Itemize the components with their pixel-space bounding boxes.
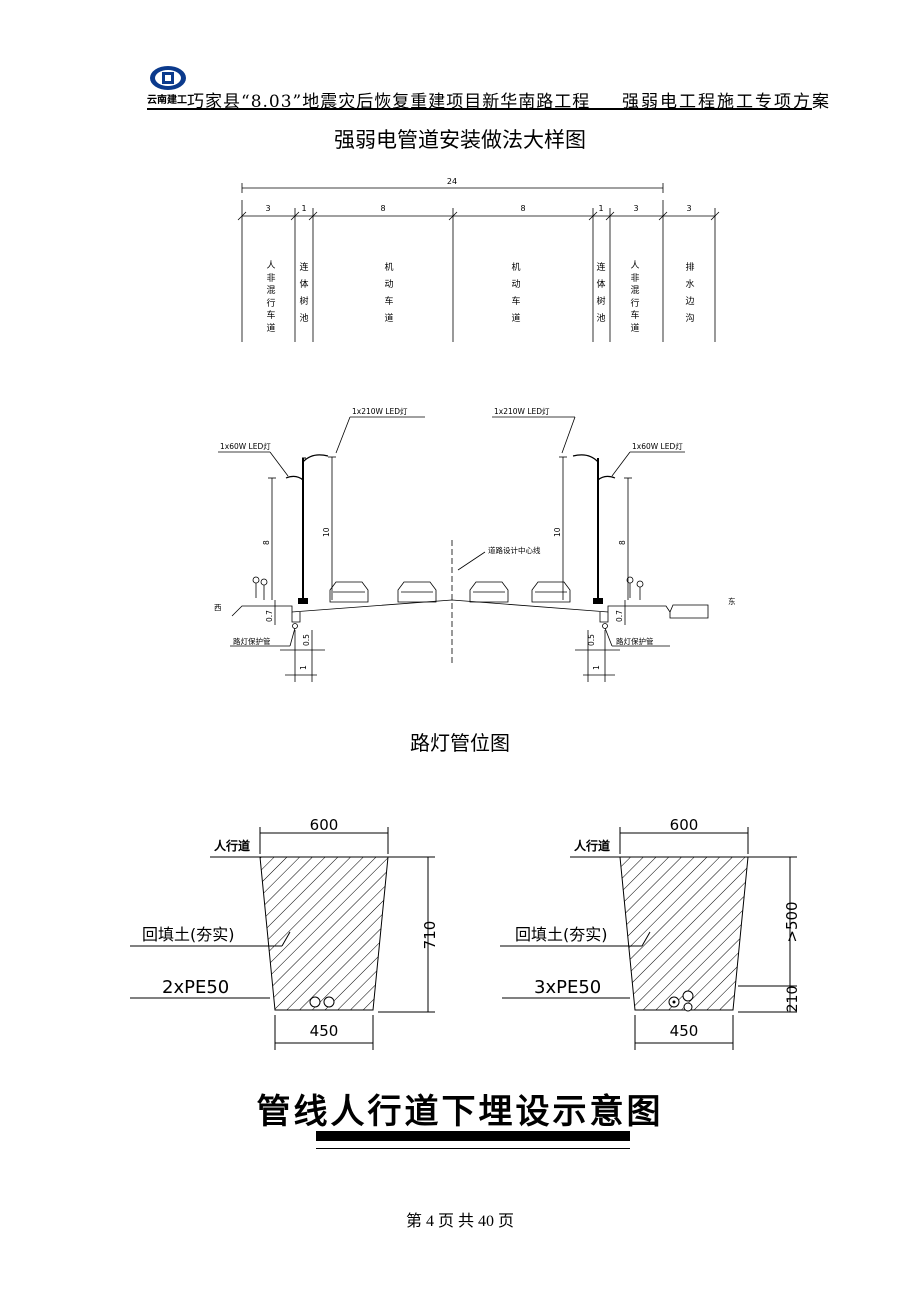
dim-seg: 1 xyxy=(598,204,603,213)
dim-8-left: 8 xyxy=(262,540,271,545)
dim-seg: 1 xyxy=(301,204,306,213)
section-title-lamp-pipe: 路灯管位图 xyxy=(410,731,510,755)
east-label: 东 xyxy=(728,596,736,606)
left-backfill: 回填土(夯实) xyxy=(142,925,235,944)
right-top-width: 600 xyxy=(670,816,699,834)
lane-label: 机 动 车 道 xyxy=(384,263,394,324)
project-title: 巧家县“8.03”地震灾后恢复重建项目新华南路工程 xyxy=(187,92,591,112)
pipe-circle xyxy=(683,1002,693,1012)
title-underline-thick xyxy=(316,1131,630,1141)
section-title-pipeline-detail: 强弱电管道安装做法大样图 xyxy=(334,128,586,152)
right-bottom-width: 450 xyxy=(670,1022,699,1040)
right-depth-upper: >500 xyxy=(783,901,801,942)
left-pipes: 2xPE50 xyxy=(162,977,229,998)
dim-1-left: 1 xyxy=(299,665,308,670)
logo-text: 云南建工 xyxy=(147,95,187,106)
left-bottom-width: 450 xyxy=(310,1022,339,1040)
centerline-label: 道路设计中心线 xyxy=(488,545,541,555)
road-section-schematic: 24 3 1 8 8 1 3 3 xyxy=(237,177,720,342)
car-icon xyxy=(329,581,571,603)
dim-seg: 8 xyxy=(380,204,385,213)
dim-10-left: 10 xyxy=(322,527,331,537)
west-label: 西 xyxy=(214,603,222,612)
right-pipes: 3xPE50 xyxy=(534,977,601,998)
protect-pipe-left: 路灯保护管 xyxy=(233,636,271,646)
street-lamp-diagram: 1x210W LED灯 1x210W LED灯 1x60W LED灯 1x60W… xyxy=(214,406,736,682)
section-title-buried-pipeline: 管线人行道下埋设示意图 xyxy=(256,1092,664,1132)
trench-diagrams: 600 人行道 回填土(夯实) 2xPE50 710 450 600 人行道 回… xyxy=(130,816,801,1050)
dim-05-left: 0.5 xyxy=(302,634,311,646)
pipe-circle xyxy=(323,996,335,1008)
document-title: 强弱电工程施工专项方案 xyxy=(622,92,831,112)
page-number: 第 4 页 共 40 页 xyxy=(405,1213,514,1230)
dim-seg: 3 xyxy=(686,204,691,213)
dim-seg: 3 xyxy=(265,204,270,213)
lamp-label-60-left: 1x60W LED灯 xyxy=(220,441,271,451)
company-logo xyxy=(150,66,186,90)
lane-label: 人 非 混 行 车 道 xyxy=(266,261,276,334)
right-backfill: 回填土(夯实) xyxy=(515,925,608,944)
left-sidewalk: 人行道 xyxy=(214,838,250,853)
dim-10-right: 10 xyxy=(553,527,562,537)
dim-seg: 8 xyxy=(520,204,525,213)
title-underline-thin xyxy=(316,1148,630,1149)
dim-1-right: 1 xyxy=(592,665,601,670)
protect-pipe-right: 路灯保护管 xyxy=(616,636,654,646)
lamp-label-210-right: 1x210W LED灯 xyxy=(494,406,550,416)
left-top-width: 600 xyxy=(310,816,339,834)
left-depth: 710 xyxy=(421,921,439,950)
pipe-circle xyxy=(682,990,694,1002)
pipe-circle xyxy=(309,996,321,1008)
right-depth-lower: 210 xyxy=(785,986,801,1013)
lane-label: 连 体 树 池 xyxy=(299,263,309,324)
right-sidewalk: 人行道 xyxy=(574,838,610,853)
dim-total: 24 xyxy=(447,177,457,186)
lane-label: 机 动 车 道 xyxy=(511,263,521,324)
dim-07-right: 0.7 xyxy=(615,610,624,622)
dim-07-left: 0.7 xyxy=(265,610,274,622)
dim-8-right: 8 xyxy=(618,540,627,545)
header-divider xyxy=(147,108,812,110)
dim-seg: 3 xyxy=(633,204,638,213)
lane-label: 连 体 树 池 xyxy=(596,263,606,324)
dim-05-right: 0.5 xyxy=(587,634,596,646)
lamp-label-210-left: 1x210W LED灯 xyxy=(352,406,408,416)
lane-label: 排 水 边 沟 xyxy=(685,263,695,324)
lamp-label-60-right: 1x60W LED灯 xyxy=(632,441,683,451)
lane-label: 人 非 混 行 车 道 xyxy=(630,261,640,334)
